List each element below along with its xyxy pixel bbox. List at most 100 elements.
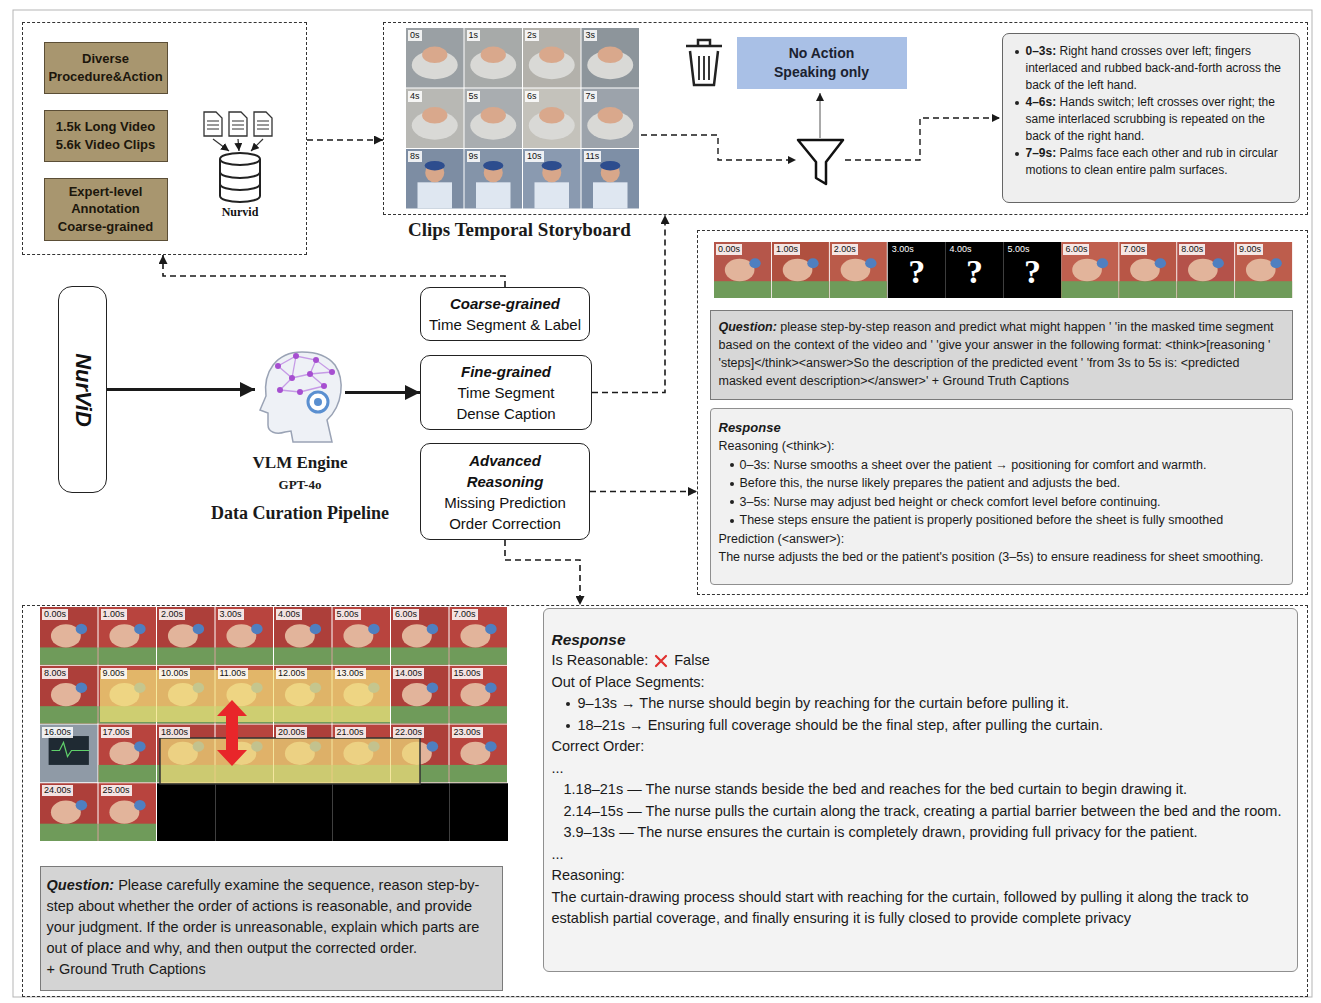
- frame-ground: [391, 783, 450, 841]
- frame-ground: [450, 725, 508, 783]
- sheet-band: [1119, 281, 1176, 298]
- frame-ground: [406, 149, 464, 209]
- glove-shape: [1270, 258, 1281, 268]
- reasoning-bullet: Before this, the nurse likely prepares t…: [719, 474, 1284, 493]
- doc-arrow: [251, 139, 263, 151]
- time-label: 0.00s: [42, 609, 68, 620]
- time-label: 2.00s: [832, 244, 858, 255]
- flow-arrow: [845, 118, 1000, 160]
- frame-ground: [523, 149, 581, 209]
- time-label: 22.00s: [393, 727, 424, 738]
- trash-handle: [698, 40, 710, 46]
- time-label: 0.00s: [716, 244, 742, 255]
- time-label: 4s: [408, 91, 422, 102]
- glove-shape: [1097, 258, 1108, 268]
- frame-ground: [772, 242, 829, 298]
- filter-arrow: [820, 93, 821, 138]
- text-prefix: Question:: [47, 877, 115, 893]
- glove-shape: [1213, 258, 1224, 268]
- time-label: 14.00s: [393, 668, 424, 679]
- trash-ribs: [699, 56, 709, 80]
- time-label: 9.00s: [1237, 244, 1263, 255]
- bullet-dot: [1015, 50, 1019, 54]
- network-node: [293, 353, 299, 359]
- question-text: Question: Please carefully examine the s…: [47, 875, 496, 959]
- response-text: Prediction (<answer>):: [719, 530, 1284, 549]
- frame-ground: [465, 149, 523, 209]
- glove-shape: [134, 624, 146, 634]
- feature-box: 1.5k Long Video 5.6k Video Clips: [44, 110, 168, 162]
- bullet-dot: [1015, 152, 1019, 156]
- time-label: 18.00s: [159, 727, 190, 738]
- response-text: Correct Order:: [552, 736, 1285, 758]
- head-outline: [260, 352, 341, 442]
- highlight-band: [160, 738, 420, 784]
- response-box: ResponseReasoning (<think>):0–3s: Nurse …: [710, 408, 1293, 585]
- person-cap: [425, 161, 445, 171]
- video-frame: [450, 666, 508, 724]
- time-label: 10s: [525, 151, 544, 162]
- response-text: Reasoning:: [552, 865, 1285, 887]
- hands-shape: [598, 46, 623, 63]
- task-box: Fine-grainedTime SegmentDense Caption: [420, 355, 592, 430]
- network-node: [277, 387, 283, 393]
- time-label: 6.00s: [1063, 244, 1089, 255]
- glove-shape: [251, 624, 263, 634]
- network-node: [329, 369, 335, 375]
- dashed-panel: Diverse Procedure&Action1.5k Long Video …: [22, 22, 307, 255]
- hands-shape: [539, 46, 564, 63]
- video-frame: [40, 783, 98, 841]
- filter-result-box: No Action Speaking only: [737, 37, 907, 89]
- sheet-band: [714, 281, 771, 298]
- hands-shape: [422, 107, 447, 124]
- glove-shape: [134, 800, 146, 810]
- trash-lid: [686, 45, 722, 48]
- frame-ground: [391, 666, 449, 724]
- video-frame: [406, 89, 464, 149]
- response-text: The nurse adjusts the bed or the patient…: [719, 548, 1284, 567]
- mask-symbol: ?: [966, 253, 983, 291]
- caption-bullet: 0–3s: Right hand crosses over left; fing…: [1015, 43, 1291, 94]
- doc-arrow: [213, 139, 229, 151]
- sheet-band: [830, 281, 887, 298]
- video-frame: [333, 607, 391, 665]
- feature-label: Expert-level Annotation Coarse-grained: [49, 183, 163, 236]
- glove-shape: [193, 624, 205, 634]
- frame-ground: [582, 28, 640, 88]
- time-label: 5.00s: [335, 609, 361, 620]
- sheet-band: [391, 706, 449, 723]
- video-frame: [946, 242, 1004, 298]
- question-box: Question: please step-by-step reason and…: [710, 310, 1293, 400]
- order-item: 1.18–21s — The nurse stands beside the b…: [552, 779, 1285, 801]
- glove-shape: [76, 682, 88, 692]
- time-label: 23.00s: [452, 727, 483, 738]
- time-label: 6s: [525, 91, 539, 102]
- ear-ring: [308, 392, 328, 412]
- video-frame: [1119, 242, 1176, 298]
- frame-ground: [157, 607, 215, 665]
- video-frame: [40, 607, 98, 665]
- hands-shape: [481, 46, 506, 63]
- response-heading: Response: [552, 629, 1285, 651]
- task-item: Time Segment & Label: [429, 314, 581, 335]
- frame-ground: [333, 607, 391, 665]
- video-frame: [216, 607, 274, 665]
- video-frame: [274, 607, 332, 665]
- frame-ground: [946, 242, 1004, 298]
- frame-ground: [888, 242, 946, 298]
- video-frame: [772, 242, 829, 298]
- cylinder-top: [220, 153, 260, 165]
- cylinder-bands: [220, 172, 260, 190]
- glove-shape: [427, 682, 439, 692]
- video-frame: [582, 89, 640, 149]
- bullet-dot: [566, 724, 570, 728]
- time-label: 20.00s: [276, 727, 307, 738]
- network-node: [297, 389, 303, 395]
- video-frame: [830, 242, 887, 298]
- task-title: Advanced Reasoning: [450, 450, 560, 492]
- hands-shape: [539, 107, 564, 124]
- glove-shape: [76, 624, 88, 634]
- network-nodes: [275, 353, 335, 395]
- sheet-band: [391, 647, 449, 664]
